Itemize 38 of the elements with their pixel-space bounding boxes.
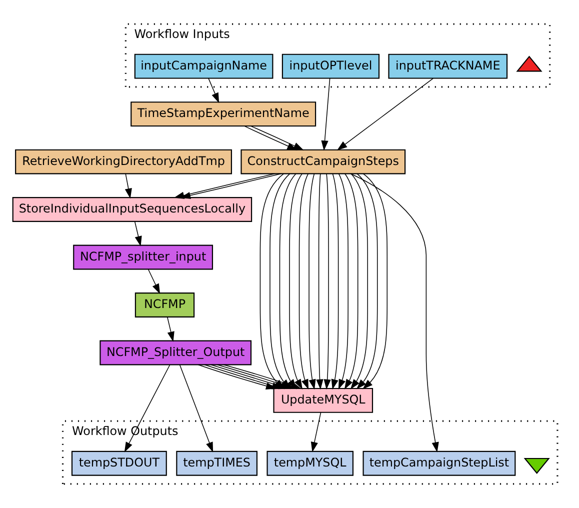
node-triangle xyxy=(516,56,542,72)
node-box: inputOPTlevel xyxy=(282,54,380,79)
node-box: ConstructCampaignSteps xyxy=(240,149,406,174)
arrow xyxy=(298,173,309,390)
arrow xyxy=(350,173,439,452)
node-box: inputTRACKNAME xyxy=(388,54,508,79)
arrow xyxy=(331,173,339,390)
node-box: TimeStampExperimentName xyxy=(130,102,316,127)
arrow xyxy=(289,173,303,390)
arrow xyxy=(134,221,142,246)
node-box: tempMYSQL xyxy=(266,450,354,476)
arrow xyxy=(308,173,316,390)
arrow xyxy=(124,364,170,452)
arrow xyxy=(167,316,174,342)
node-box: tempSTDOUT xyxy=(71,450,167,476)
arrow xyxy=(179,364,214,452)
node-box: tempCampaignStepList xyxy=(362,450,516,476)
arrow xyxy=(338,173,348,390)
arrow xyxy=(208,78,220,104)
node-box: UpdateMYSQL xyxy=(273,388,374,413)
arrow xyxy=(362,173,388,390)
arrow xyxy=(148,269,160,294)
node-box: NCFMP xyxy=(134,292,195,318)
node-box: RetrieveWorkingDirectoryAddTmp xyxy=(15,149,232,174)
arrow xyxy=(324,173,331,390)
node-box: inputCampaignName xyxy=(134,54,274,79)
arrow xyxy=(356,173,378,390)
node-box: StoreIndividualInputSequencesLocally xyxy=(12,197,252,222)
node-box: NCFMP_splitter_input xyxy=(73,244,214,270)
arrow xyxy=(124,174,132,199)
node-box: NCFMP_Splitter_Output xyxy=(100,340,252,366)
arrow xyxy=(316,173,324,390)
arrow xyxy=(310,412,322,452)
arrow xyxy=(350,173,368,390)
arrow xyxy=(321,78,330,151)
node-triangle xyxy=(524,458,550,474)
node-box: tempTIMES xyxy=(176,450,258,476)
arrow xyxy=(344,173,358,390)
